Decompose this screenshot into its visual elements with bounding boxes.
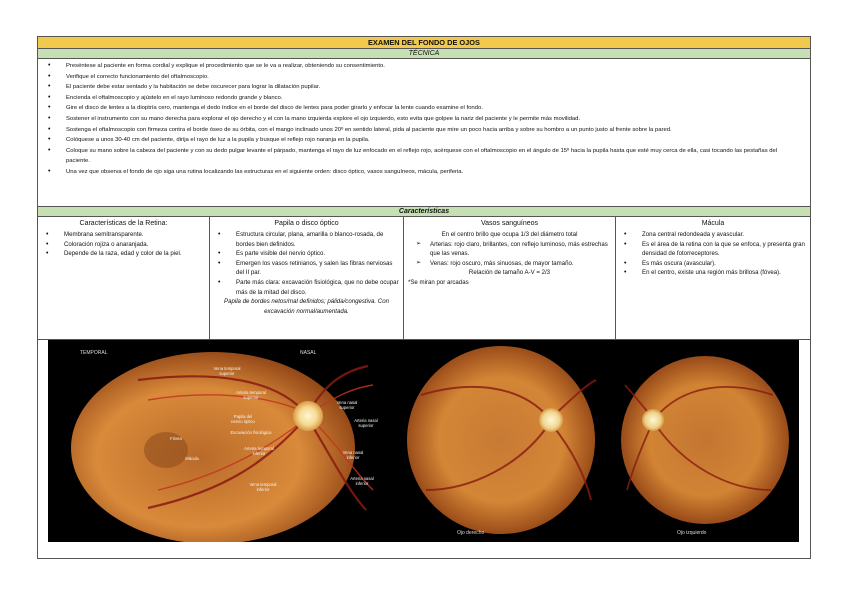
macula-item: Zona central redondeada y avascular. [624, 230, 806, 240]
ojo-derecho-label: Ojo derecho [457, 530, 485, 536]
step-item: Coloque su mano sobre la cabeza del paci… [48, 146, 802, 167]
macula-column: Mácula Zona central redondeada y avascul… [616, 217, 810, 339]
macula-item: En el centro, existe una región más bril… [624, 268, 806, 278]
step-item: El paciente debe estar sentado y la habi… [48, 82, 802, 93]
label-vena-nasal-inferior: Vena nasal inferior [342, 450, 364, 460]
retina-column: Características de la Retina: Membrana s… [38, 217, 210, 339]
tecnica-header: TÉCNICA [38, 49, 810, 59]
papila-item: Emergen los vasos retinianos, y salen la… [218, 259, 399, 278]
optic-disc [293, 401, 323, 431]
step-item: Sostenga el oftalmoscopio con firmeza co… [48, 125, 802, 136]
step-item: Encienda el oftalmoscopio y ajústelo en … [48, 93, 802, 104]
papila-item: Estructura circular, plana, amarilla o b… [218, 230, 399, 249]
macula-title: Mácula [701, 220, 725, 227]
label-fovea: Fóvea [170, 436, 182, 441]
label-excavacion: Excavación fisiológica [230, 430, 272, 435]
temporal-label: TEMPORAL [80, 350, 108, 356]
label-vena-nasal-superior: Vena nasal superior [336, 400, 358, 410]
fundus-images: TEMPORAL NASAL Vena temporal superior Ar… [38, 340, 810, 563]
papila-title: Papila o disco óptico [274, 220, 339, 227]
retina-item: Membrana semitransparente. [46, 230, 205, 240]
step-item: Sostener el instrumento con su mano dere… [48, 114, 802, 125]
document-title: EXAMEN DEL FONDO DE OJOS [38, 37, 810, 49]
label-vena-temporal-superior: Vena temporal superior [213, 366, 241, 376]
label-arteria-nasal-inferior: Arteria nasal inferior [350, 476, 374, 486]
retina-title: Características de la Retina: [79, 220, 168, 227]
step-item: Una vez que observa el fondo de ojo siga… [48, 167, 802, 178]
left-eye-illustration [613, 340, 799, 542]
label-vena-temporal-inferior: Vena temporal inferior [249, 482, 277, 492]
exam-sheet: EXAMEN DEL FONDO DE OJOS TÉCNICA Presént… [37, 36, 811, 559]
label-papila-nervio: Papila del nervio óptico [231, 414, 255, 424]
ojo-izquierdo-label: Ojo izquierdo [677, 530, 707, 536]
label-arteria-nasal-superior: Arteria nasal superior [354, 418, 378, 428]
vasos-footnote: *Se miran por arcadas [408, 278, 469, 286]
label-arteria-temporal-inferior: Arteria temporal inferior [244, 446, 274, 456]
retina-item: Coloración rojiza o anaranjada. [46, 240, 205, 250]
step-item: Preséntese al paciente en forma cordial … [48, 61, 802, 72]
step-item: Gire el disco de lentes a la dioptría ce… [48, 103, 802, 114]
labeled-fundus-image: TEMPORAL NASAL Vena temporal superior Ar… [48, 340, 391, 542]
labeled-fundus-illustration [48, 340, 391, 542]
nasal-label: NASAL [300, 350, 317, 356]
papila-item: Parte más clara: excavación fisiológica,… [218, 278, 399, 297]
technique-steps: Preséntese al paciente en forma cordial … [38, 59, 810, 207]
right-eye-illustration [391, 340, 613, 542]
papila-item: Es parte visible del nervio óptico. [218, 249, 399, 259]
label-arteria-temporal-superior: Arteria temporal superior [236, 390, 266, 400]
caracteristicas-header: Características [38, 207, 810, 217]
characteristics-columns: Características de la Retina: Membrana s… [38, 217, 810, 340]
right-optic-disc [539, 408, 563, 432]
macula-item: Es más oscura (avascular). [624, 259, 806, 269]
left-eye-image: Ojo izquierdo [613, 340, 799, 542]
vasos-item: Venas: rojo oscuro, más sinuosas, de may… [416, 259, 611, 269]
macula-item: Es el área de la retina con la que se en… [624, 240, 806, 259]
vasos-ratio: Relación de tamaño A-V = 2/3 [468, 269, 551, 277]
vasos-item: Arterias: rojo claro, brillantes, con re… [416, 240, 611, 259]
step-item: Verifique el correcto funcionamiento del… [48, 72, 802, 83]
papila-note: Papila de bordes netos/mal definidos; pá… [224, 298, 389, 315]
vasos-intro: En el centro brillo que ocupa 1/3 del di… [441, 231, 578, 238]
papila-column: Papila o disco óptico Estructura circula… [210, 217, 404, 339]
left-optic-disc [642, 409, 664, 431]
step-item: Colóquese a unos 30-40 cm del paciente, … [48, 135, 802, 146]
vasos-column: Vasos sanguíneos En el centro brillo que… [404, 217, 616, 339]
retina-item: Depende de la raza, edad y color de la p… [46, 249, 205, 259]
right-eye-image: Ojo derecho [391, 340, 613, 542]
label-macula: Mácula [185, 456, 199, 461]
vasos-title: Vasos sanguíneos [480, 220, 539, 227]
